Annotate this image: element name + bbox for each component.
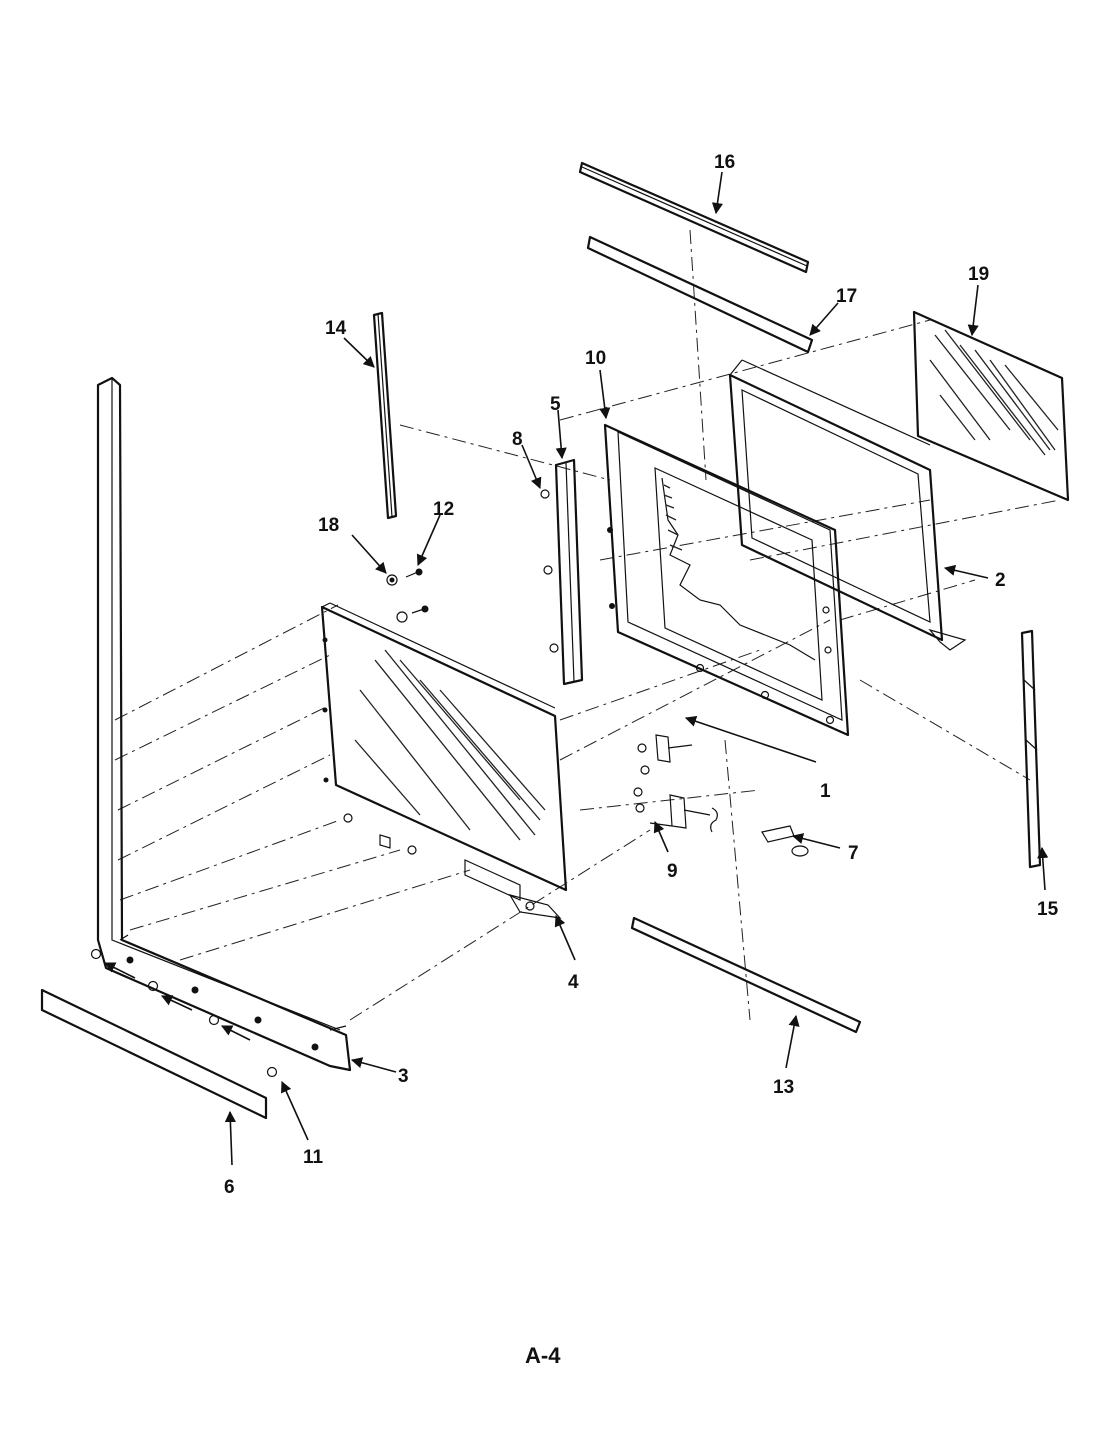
callout-1: 1 — [820, 781, 831, 802]
part-5-bracket — [540, 458, 615, 686]
part-19-glass-panel — [912, 310, 1070, 502]
leader-lines — [224, 171, 1049, 1166]
callout-6: 6 — [224, 1177, 235, 1198]
callout-9: 9 — [667, 861, 678, 882]
callout-labels: 1 2 3 4 5 6 7 8 9 10 11 12 13 14 15 16 1… — [224, 152, 1059, 1198]
part-14-side-trim — [372, 311, 398, 520]
callout-3: 3 — [398, 1066, 409, 1087]
callout-2: 2 — [995, 570, 1006, 591]
part-13-bottom-trim — [630, 916, 862, 1034]
part-6-kick-plate — [40, 988, 268, 1120]
part-2-rear-frame — [728, 359, 967, 651]
callout-15: 15 — [1037, 899, 1059, 920]
part-17-top-gasket — [586, 235, 814, 354]
part-15-side-trim — [1020, 629, 1042, 869]
callout-4: 4 — [568, 972, 579, 993]
part-3-door-frame — [96, 376, 352, 1072]
callout-18: 18 — [318, 515, 339, 536]
callout-12: 12 — [433, 499, 454, 520]
part-10-inner-door — [603, 423, 850, 737]
parts-1-9-7-latch — [633, 734, 809, 857]
part-11-screws — [90, 948, 278, 1078]
parts-18-12-fasteners — [386, 568, 429, 623]
callout-5: 5 — [550, 394, 561, 415]
alignment-lines — [114, 229, 1061, 1021]
callout-14: 14 — [325, 318, 347, 339]
callout-13: 13 — [773, 1077, 794, 1098]
outer-glass-door — [320, 602, 568, 901]
callout-19: 19 — [968, 264, 989, 285]
page-label: A-4 — [525, 1343, 561, 1368]
callout-10: 10 — [585, 348, 606, 369]
callout-7: 7 — [848, 843, 859, 864]
callout-8: 8 — [512, 429, 523, 450]
callout-11: 11 — [303, 1147, 324, 1168]
callout-17: 17 — [836, 286, 857, 307]
part-16-top-trim — [578, 161, 810, 274]
callout-16: 16 — [714, 152, 735, 173]
